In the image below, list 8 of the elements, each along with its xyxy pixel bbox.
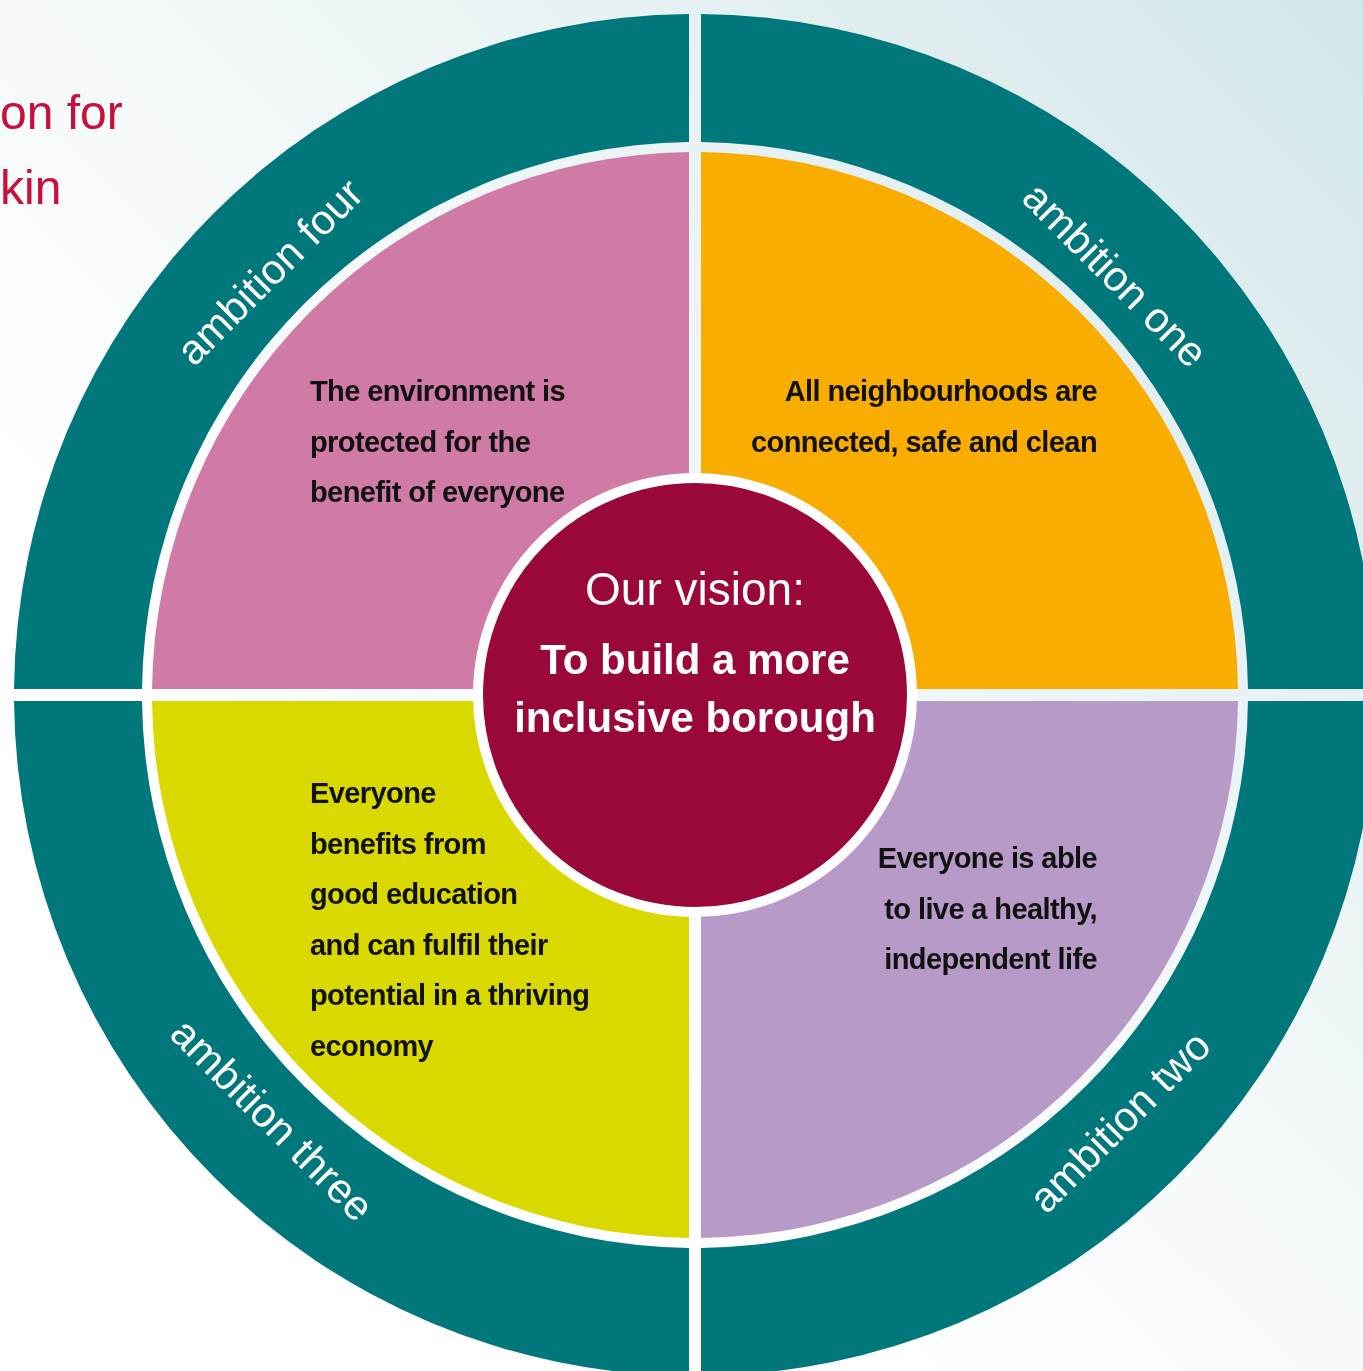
ambition-text: All neighbourhoods are connected, safe and clean xyxy=(750,374,1097,460)
ambition-text: Everyone benefits from good education and can fulfil their potential in a thriving economy xyxy=(310,776,591,1064)
ambition-text: The environment is protected for the benefit of everyone xyxy=(310,374,567,510)
ambition-text: Everyone is able to live a healthy, independent life xyxy=(876,841,1097,977)
partial-heading-text: on for xyxy=(0,85,123,140)
vision-statement: To build a more inclusive borough xyxy=(513,635,877,743)
vision-heading: Our vision: xyxy=(584,563,806,615)
partial-heading-text: kin xyxy=(0,160,62,215)
